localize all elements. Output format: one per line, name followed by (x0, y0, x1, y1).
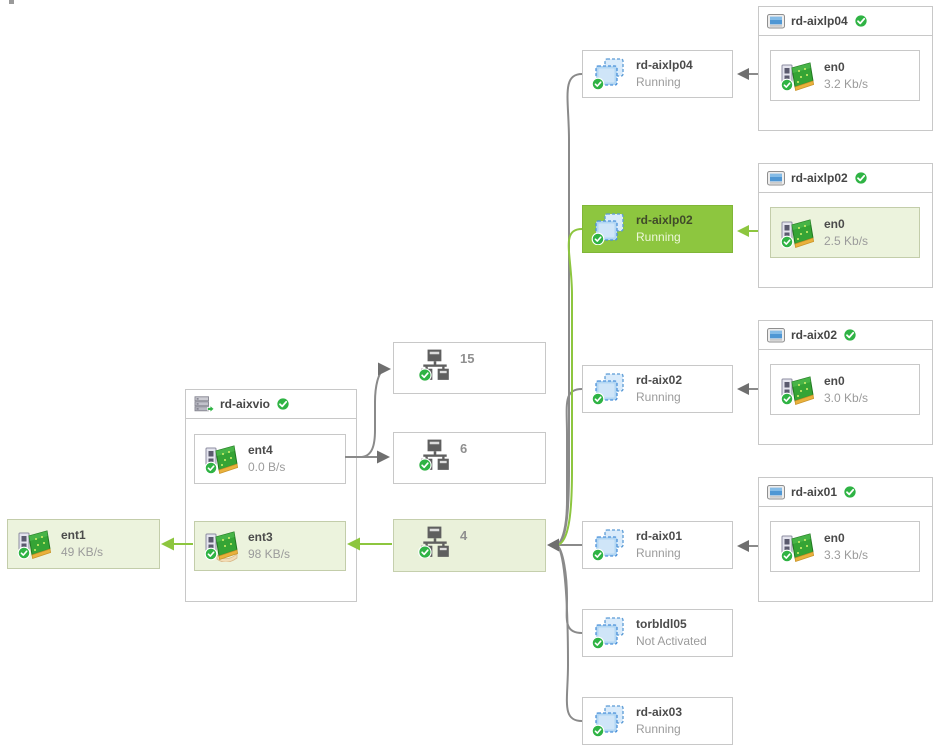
vm-name: rd-aixlp04 (636, 58, 693, 72)
vm-node-rd-aix01[interactable]: rd-aix01 Running (582, 521, 733, 569)
adapter-name: en0 (824, 373, 845, 388)
virtual-machine-icon (591, 213, 627, 245)
network-segment-icon (418, 526, 452, 558)
vm-status: Running (636, 722, 681, 736)
bridge-label: 15 (460, 351, 475, 366)
adapter-node-ent4[interactable]: ent4 0.0 B/s (194, 434, 346, 484)
shared-network-adapter-icon (203, 530, 239, 562)
adapter-rate: 98 KB/s (248, 547, 291, 561)
host-icon (767, 485, 785, 500)
network-adapter-icon (779, 60, 815, 92)
vio-server-container[interactable]: rd-aixvio ent4 0.0 B/s ent3 98 KB/s (185, 389, 357, 602)
status-up-icon (843, 328, 857, 342)
arrowhead-ent3-to-ent1 (161, 537, 174, 551)
host-icon (767, 171, 785, 186)
vm-name: rd-aix01 (636, 529, 683, 543)
adapter-rate: 3.2 Kb/s (824, 76, 869, 91)
network-adapter-icon (16, 528, 52, 560)
adapter-rate: 49 KB/s (61, 545, 104, 559)
bridge-label: 6 (460, 441, 468, 456)
host-name: rd-aixlp04 (791, 14, 848, 28)
adapter-node-en0[interactable]: en0 3.3 Kb/s (770, 521, 920, 572)
vio-server-icon (194, 396, 214, 412)
vm-status: Not Activated (636, 634, 707, 648)
virtual-machine-icon (591, 705, 627, 737)
vio-server-name: rd-aixvio (220, 397, 271, 411)
vm-node-rd-aixlp04[interactable]: rd-aixlp04 Running (582, 50, 733, 98)
vm-status: Running (636, 546, 681, 560)
network-adapter-icon (203, 443, 239, 475)
network-segment-icon (418, 439, 452, 471)
arrowhead-en0-to-rd-aix01 (737, 540, 749, 552)
vm-status: Running (636, 390, 681, 404)
network-adapter-icon (779, 531, 815, 563)
host-name: rd-aix02 (791, 328, 838, 342)
adapter-node-en0[interactable]: en0 3.0 Kb/s (770, 364, 920, 415)
virtual-machine-icon (591, 58, 627, 90)
network-adapter-icon (779, 374, 815, 406)
host-name: rd-aixlp02 (791, 171, 848, 185)
vm-node-rd-aix02[interactable]: rd-aix02 Running (582, 365, 733, 413)
status-up-icon (854, 171, 868, 185)
arrowhead-ent4-to-bridge6 (377, 450, 390, 464)
vm-name: torbldl05 (636, 617, 687, 631)
vm-node-torbldl05[interactable]: torbldl05 Not Activated (582, 609, 733, 657)
arrowhead-en0-to-rd-aixlp02 (737, 225, 749, 237)
adapter-node-ent3[interactable]: ent3 98 KB/s (194, 521, 346, 571)
adapter-name: en0 (824, 530, 845, 545)
vm-name: rd-aixlp02 (636, 213, 693, 227)
adapter-rate: 3.0 Kb/s (824, 390, 869, 405)
arrowhead-en0-to-rd-aix02 (737, 383, 749, 395)
virtual-machine-icon (591, 617, 627, 649)
vm-status: Running (636, 75, 681, 89)
virtual-machine-icon (591, 373, 627, 405)
vm-status: Running (636, 230, 681, 244)
adapter-name: en0 (824, 59, 845, 74)
adapter-node-ent1[interactable]: ent1 49 KB/s (7, 519, 160, 569)
network-segment-icon (418, 349, 452, 381)
host-container-rd-aixlp04[interactable]: rd-aixlp04 en0 3.2 Kb/s (758, 6, 933, 131)
adapter-rate: 0.0 B/s (248, 460, 286, 474)
status-up-icon (843, 485, 857, 499)
host-icon (767, 14, 785, 29)
host-container-rd-aix01[interactable]: rd-aix01 en0 3.3 Kb/s (758, 477, 933, 602)
status-up-icon (276, 397, 290, 411)
arrowhead-ent4-to-bridge15 (378, 362, 391, 376)
network-bridge-node-4[interactable]: 4 (393, 519, 546, 572)
adapter-rate: 3.3 Kb/s (824, 547, 869, 562)
vm-name: rd-aix03 (636, 705, 683, 719)
adapter-rate: 2.5 Kb/s (824, 233, 869, 248)
status-up-icon (854, 14, 868, 28)
adapter-node-en0[interactable]: en0 3.2 Kb/s (770, 50, 920, 101)
adapter-name: ent1 (61, 528, 86, 542)
host-name: rd-aix01 (791, 485, 838, 499)
adapter-name: en0 (824, 216, 845, 231)
network-bridge-node-6[interactable]: 6 (393, 432, 546, 484)
arrowhead-vms-to-bridge4 (547, 538, 559, 552)
host-icon (767, 328, 785, 343)
vm-node-rd-aix03[interactable]: rd-aix03 Running (582, 697, 733, 745)
virtual-machine-icon (591, 529, 627, 561)
clipped-icon-artifact (9, 0, 14, 4)
network-bridge-node-15[interactable]: 15 (393, 342, 546, 394)
host-container-rd-aix02[interactable]: rd-aix02 en0 3.0 Kb/s (758, 320, 933, 445)
adapter-node-en0[interactable]: en0 2.5 Kb/s (770, 207, 920, 258)
vm-name: rd-aix02 (636, 373, 683, 387)
vm-node-rd-aixlp02[interactable]: rd-aixlp02 Running (582, 205, 733, 253)
network-adapter-icon (779, 217, 815, 249)
arrowhead-en0-to-rd-aixlp04 (737, 68, 749, 80)
bridge-label: 4 (460, 528, 468, 543)
host-container-rd-aixlp02[interactable]: rd-aixlp02 en0 2.5 Kb/s (758, 163, 933, 288)
adapter-name: ent4 (248, 443, 273, 457)
adapter-name: ent3 (248, 530, 273, 544)
